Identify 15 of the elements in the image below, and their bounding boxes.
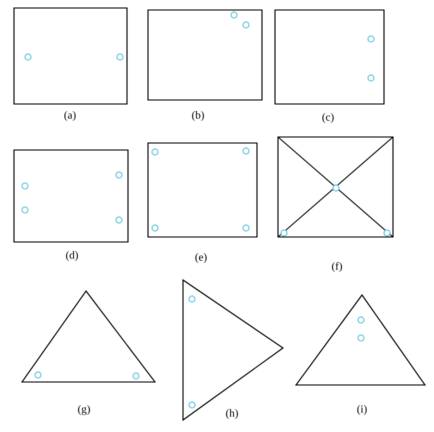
figure-label: (f) <box>332 262 342 272</box>
figure-label: (g) <box>78 405 90 415</box>
figure-label: (i) <box>357 405 367 415</box>
figure-label: (b) <box>192 111 204 121</box>
square-drawing <box>147 9 263 101</box>
square-drawing <box>147 142 258 238</box>
square-drawing <box>13 7 128 105</box>
figure-label: (a) <box>64 111 76 121</box>
figure-label: (c) <box>322 113 334 123</box>
square-drawing <box>13 149 129 243</box>
figure-label: (d) <box>66 251 78 261</box>
square-drawing <box>277 136 394 238</box>
square-drawing <box>274 9 385 105</box>
figure-label: (e) <box>195 253 207 263</box>
figure-label: (h) <box>226 409 238 419</box>
